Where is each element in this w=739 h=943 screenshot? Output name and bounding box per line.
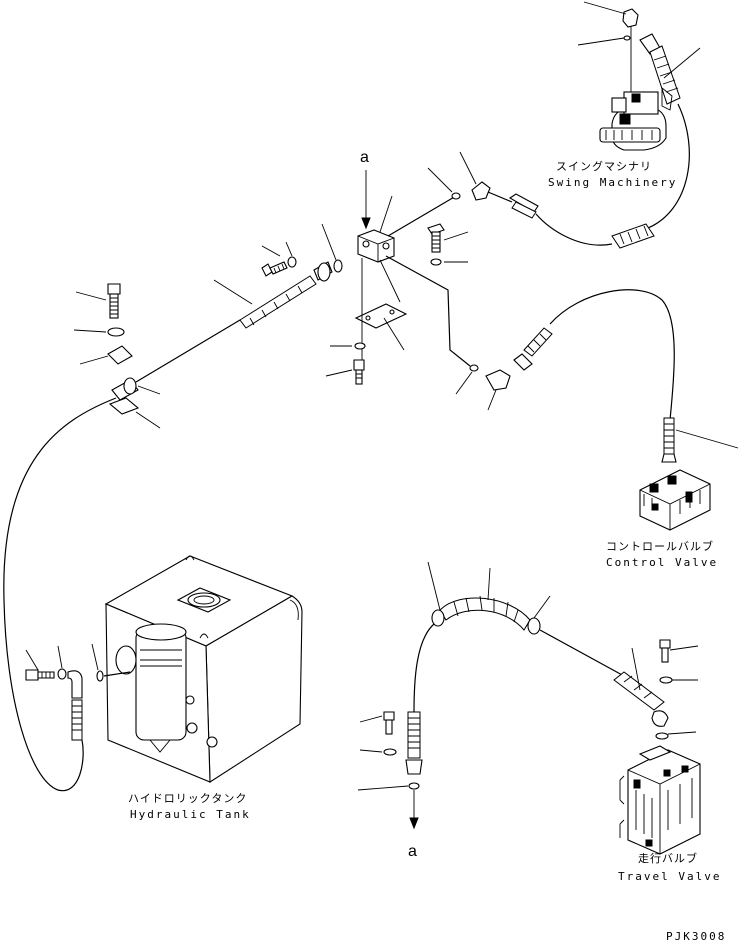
control-valve-label-jp: コントロールバルブ bbox=[606, 539, 714, 553]
junction-block: a bbox=[213, 149, 675, 421]
hydraulic-tank-label-jp: ハイドロリックタンク bbox=[128, 792, 247, 805]
travel-valve: 走行バルブ Travel Valve bbox=[618, 745, 721, 883]
control-valve-label-en: Control Valve bbox=[606, 556, 718, 569]
swing-machinery: スイングマシナリ Swing Machinery bbox=[535, 1, 701, 249]
drawing-number: PJK3008 bbox=[666, 930, 726, 943]
travel-valve-label-jp: 走行バルブ bbox=[638, 851, 698, 865]
hydraulic-tank: ハイドロリックタンク Hydraulic Tank bbox=[25, 555, 303, 821]
ref-a-top: a bbox=[360, 149, 369, 166]
control-valve: コントロールバルブ Control Valve bbox=[606, 417, 739, 569]
travel-hose-assembly: a bbox=[357, 561, 699, 860]
hydraulic-tank-label-en: Hydraulic Tank bbox=[130, 808, 251, 821]
swing-machinery-label-en: Swing Machinery bbox=[548, 176, 677, 189]
swing-machinery-label-jp: スイングマシナリ bbox=[556, 159, 652, 173]
left-clamp-assembly bbox=[3, 283, 241, 792]
travel-valve-label-en: Travel Valve bbox=[618, 870, 721, 883]
ref-a-bottom: a bbox=[408, 843, 417, 860]
